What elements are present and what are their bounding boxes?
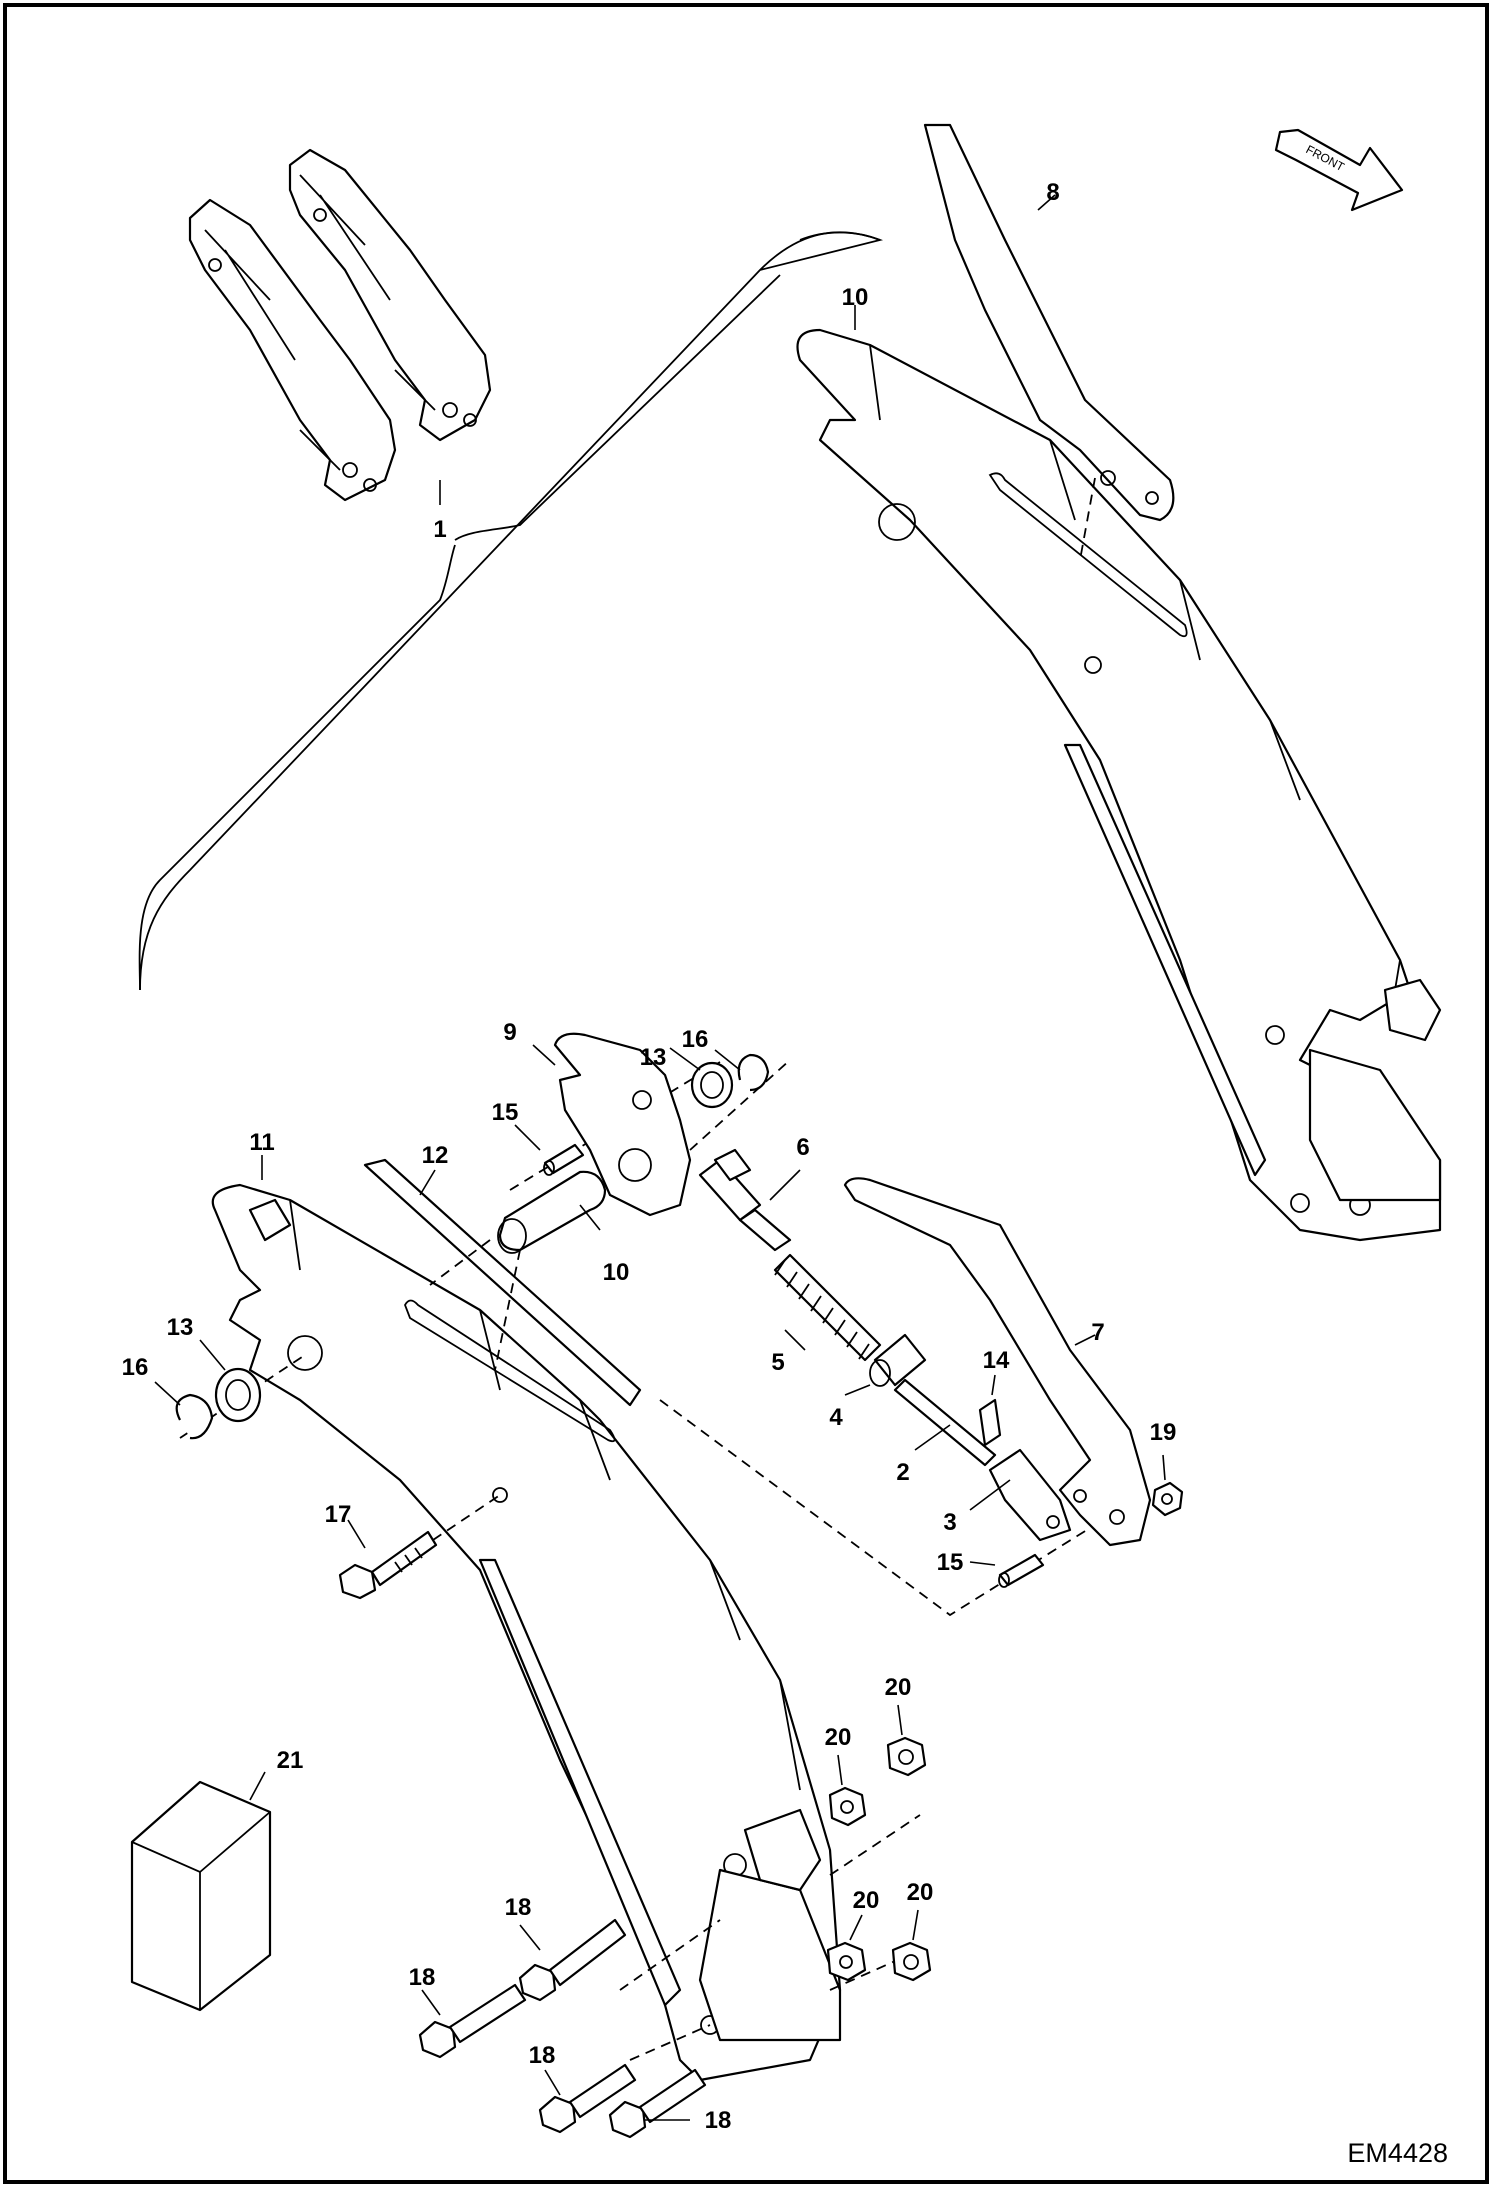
part-6-clevis xyxy=(698,1148,801,1252)
callout-17: 17 xyxy=(325,1501,352,1528)
part-15-pin-lower xyxy=(969,1553,1045,1588)
part-19-nut xyxy=(1151,1454,1184,1517)
part-12-long-plate xyxy=(363,1158,642,1407)
part-7-bent-lever xyxy=(843,1177,1152,1547)
callout-19: 19 xyxy=(1150,1419,1177,1446)
callout-18-d: 18 xyxy=(705,2107,732,2134)
callout-6: 6 xyxy=(796,1134,809,1161)
inset-boundary-curve xyxy=(139,231,884,991)
part-4-collar xyxy=(844,1333,927,1396)
callout-20-b: 20 xyxy=(825,1724,852,1751)
part-16-snap-ring-lower xyxy=(154,1381,214,1440)
callout-18-a: 18 xyxy=(505,1894,532,1921)
part-16-snap-ring-upper xyxy=(714,1049,770,1092)
inset-boundary-link xyxy=(454,274,781,541)
callout-8: 8 xyxy=(1046,179,1059,206)
part-5-spring xyxy=(773,1253,882,1362)
part-13-washer-lower xyxy=(199,1339,262,1423)
callout-9: 9 xyxy=(503,1019,516,1046)
part-18-bolt-a xyxy=(518,1918,627,2002)
callout-10-lower: 10 xyxy=(603,1259,630,1286)
callout-13-lower: 13 xyxy=(167,1314,194,1341)
part-1-arm-assembly-pair xyxy=(188,148,492,505)
front-direction-arrow: FRONT xyxy=(1274,128,1404,212)
callout-20-d: 20 xyxy=(907,1879,934,1906)
part-20-nut-a xyxy=(886,1704,927,1777)
callout-14: 14 xyxy=(983,1347,1010,1374)
callout-15-lower: 15 xyxy=(937,1549,964,1576)
callout-3: 3 xyxy=(943,1509,956,1536)
part-20-nut-b xyxy=(828,1754,867,1827)
callout-1: 1 xyxy=(433,516,446,543)
callout-4: 4 xyxy=(829,1404,843,1431)
callout-11: 11 xyxy=(249,1129,274,1156)
callout-18-c: 18 xyxy=(529,2042,556,2069)
lower-boom-arm xyxy=(211,1155,842,2082)
inset-boundary-curve-2 xyxy=(138,231,881,991)
callout-12: 12 xyxy=(422,1142,449,1169)
part-13-washer-upper xyxy=(669,1047,734,1109)
part-20-nut-d xyxy=(891,1909,932,1982)
part-20-nut-c xyxy=(826,1914,867,1982)
part-2-rod xyxy=(893,1378,997,1467)
callout-20-c: 20 xyxy=(853,1887,880,1914)
callout-16-lower: 16 xyxy=(122,1354,149,1381)
drawing-border xyxy=(3,3,1489,2184)
callout-13-upper: 13 xyxy=(640,1044,667,1071)
part-17-bolt xyxy=(338,1519,438,1600)
callout-20-a: 20 xyxy=(885,1674,912,1701)
part-9-hook-plate xyxy=(532,1032,692,1217)
part-8-bent-bar xyxy=(923,123,1175,522)
drawing-code: EM4428 xyxy=(1347,2138,1448,2168)
part-14-spring-pin xyxy=(978,1374,1002,1447)
callout-labels: 1 2 3 4 5 6 7 8 9 10 10 11 12 13 13 14 1… xyxy=(122,179,1177,2134)
part-3-clevis-end xyxy=(969,1448,1072,1542)
callout-15-upper: 15 xyxy=(492,1099,519,1126)
callout-16-upper: 16 xyxy=(682,1026,709,1053)
part-15-pin-upper xyxy=(514,1124,585,1176)
part-10-pivot-pin xyxy=(497,1170,607,1254)
part-18-bolt-d xyxy=(608,2068,707,2139)
part-21-kit-box xyxy=(130,1771,272,2012)
upper-boom-arm xyxy=(796,305,1442,1242)
callout-2: 2 xyxy=(896,1459,909,1486)
callout-21: 21 xyxy=(277,1747,304,1774)
callout-5: 5 xyxy=(771,1349,784,1376)
callout-10-upper: 10 xyxy=(842,284,869,311)
part-18-bolt-c xyxy=(538,2063,637,2134)
callout-18-b: 18 xyxy=(409,1964,436,1991)
callout-7: 7 xyxy=(1091,1319,1104,1346)
part-18-bolt-b xyxy=(418,1983,527,2059)
